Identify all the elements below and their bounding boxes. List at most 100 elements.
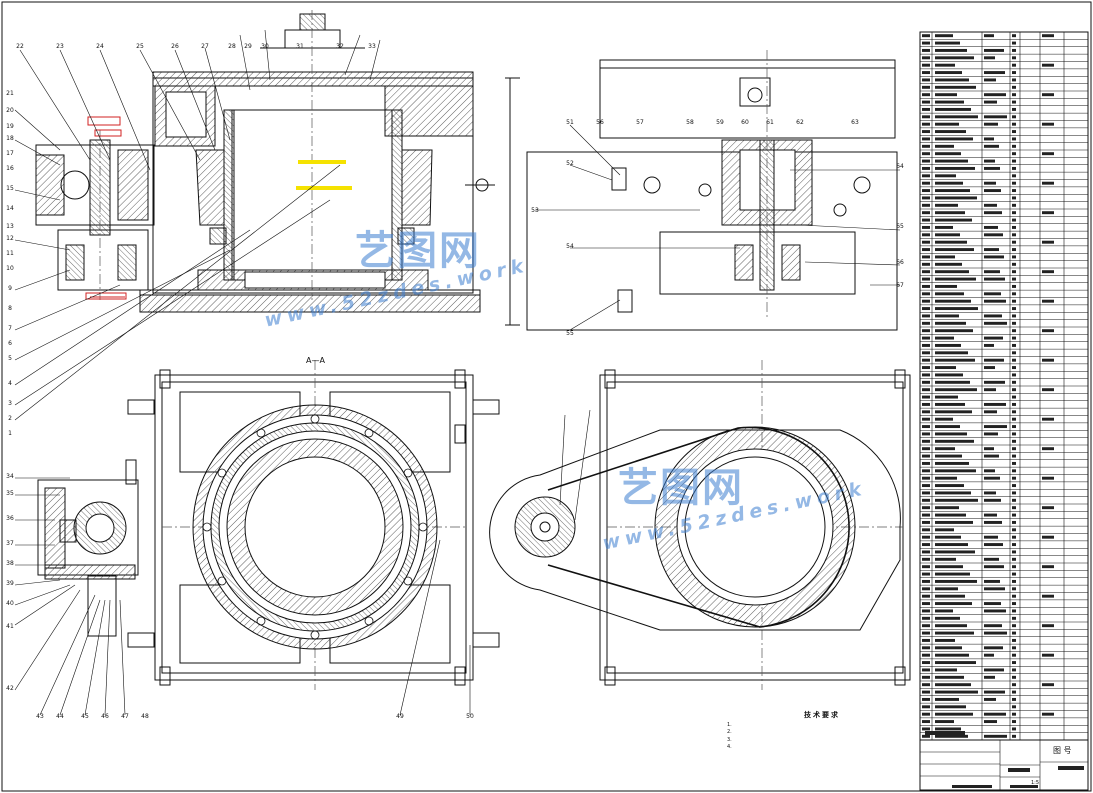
bom-cell-text [984, 410, 997, 414]
bom-cell-text [935, 100, 964, 104]
part-balloon: 37 [6, 540, 14, 547]
bom-cell-text [922, 41, 930, 45]
bom-cell-text [922, 196, 930, 200]
bom-cell-text [935, 513, 966, 517]
bom-cell-text [922, 130, 930, 134]
bom-cell-text [922, 528, 930, 532]
bom-cell-text [935, 63, 955, 67]
bom-cell-text [1012, 602, 1016, 606]
bom-cell-text [1012, 299, 1016, 303]
bom-cell-text [922, 225, 930, 229]
bom-cell-text [1042, 653, 1054, 657]
bom-cell-text [984, 432, 998, 436]
bom-cell-text [1012, 513, 1016, 517]
bom-cell-text [935, 646, 962, 650]
bom-cell-text [935, 528, 954, 532]
bom-cell-text [935, 270, 969, 274]
bom-cell-text [1012, 270, 1016, 274]
bom-cell-text [935, 159, 968, 163]
bom-cell-text [922, 697, 930, 701]
bom-cell-text [922, 727, 930, 731]
bom-cell-text [1012, 454, 1016, 458]
bom-cell-text [922, 550, 930, 554]
part-balloon: 4 [8, 380, 12, 387]
bom-cell-text [935, 144, 954, 148]
bom-cell-text [1012, 248, 1016, 252]
bom-cell-text [935, 469, 976, 473]
bom-cell-text [984, 587, 1005, 591]
bom-cell-text [1012, 572, 1016, 576]
tech-line-3: 3. [727, 736, 732, 743]
bom-cell-text [984, 602, 1001, 606]
bom-cell-text [922, 159, 930, 163]
bom-cell-text [1012, 690, 1016, 694]
bom-cell-text [1012, 668, 1016, 672]
bom-cell-text [935, 78, 969, 82]
part-balloon: 43 [36, 713, 44, 720]
bom-cell-text [1042, 594, 1054, 598]
bom-cell-text [935, 653, 969, 657]
bom-cell-text [922, 646, 930, 650]
bom-cell-text [935, 351, 968, 355]
bom-cell-text [935, 277, 976, 281]
tech-requirements: 技术要求 1. 2. 3. 4. [727, 711, 917, 752]
bom-cell-text [922, 48, 930, 52]
bom-cell-text [935, 299, 971, 303]
bom-cell-text [922, 358, 930, 362]
bom-cell-text [1012, 292, 1016, 296]
bom-cell-text [1012, 476, 1016, 480]
bom-cell-text [922, 152, 930, 156]
bom-cell-text [984, 144, 999, 148]
bom-cell-text [935, 543, 968, 547]
bom-cell-text [922, 100, 930, 104]
bom-cell-text [984, 203, 997, 207]
bom-cell-text [935, 130, 966, 134]
bom-cell-text [1042, 270, 1054, 274]
bom-cell-text [935, 284, 957, 288]
bom-cell-text [984, 668, 1004, 672]
bom-cell-text [922, 461, 930, 465]
bom-cell-text [1012, 122, 1016, 126]
bom-cell-text [1012, 78, 1016, 82]
bom-cell-text [922, 63, 930, 67]
bom-cell-text [922, 211, 930, 215]
bom-cell-text [935, 624, 967, 628]
bom-cell-text [935, 439, 974, 443]
part-balloon: 35 [6, 490, 14, 497]
bom-cell-text [984, 336, 1003, 340]
part-balloon: 66 [896, 259, 904, 266]
part-balloon: 25 [136, 43, 144, 50]
bom-cell-text [984, 314, 1002, 318]
bom-cell-text [922, 476, 930, 480]
part-balloon: 10 [6, 265, 14, 272]
bom-cell-text [1012, 609, 1016, 613]
bom-cell-text [935, 557, 956, 561]
part-balloon: 56 [596, 119, 604, 126]
bom-cell-text [935, 56, 974, 60]
part-balloon: 8 [8, 305, 12, 312]
bom-cell-text [935, 71, 962, 75]
bom-cell-text [1012, 535, 1016, 539]
bom-cell-text [922, 373, 930, 377]
bom-cell-text [984, 233, 1003, 237]
bom-cell-text [935, 683, 971, 687]
bom-cell-text [1012, 166, 1016, 170]
bom-cell-text [935, 572, 970, 576]
bom-cell-text [984, 71, 1005, 75]
yellow-highlight-marks [296, 160, 352, 190]
bom-cell-text [1012, 211, 1016, 215]
bom-cell-text [1012, 107, 1016, 111]
part-balloon: 17 [6, 150, 14, 157]
part-balloon: 29 [244, 43, 252, 50]
bom-cell-text [984, 631, 1007, 635]
bom-cell-text [1042, 358, 1054, 362]
part-balloon: 14 [6, 205, 14, 212]
part-balloon: 27 [201, 43, 209, 50]
part-balloon: 54 [566, 243, 574, 250]
part-balloon: 50 [466, 713, 474, 720]
bom-cell-text [922, 498, 930, 502]
bom-cell-text [984, 675, 995, 679]
bom-cell-text [984, 122, 998, 126]
part-balloon: 67 [896, 282, 904, 289]
bom-cell-text [935, 712, 973, 716]
